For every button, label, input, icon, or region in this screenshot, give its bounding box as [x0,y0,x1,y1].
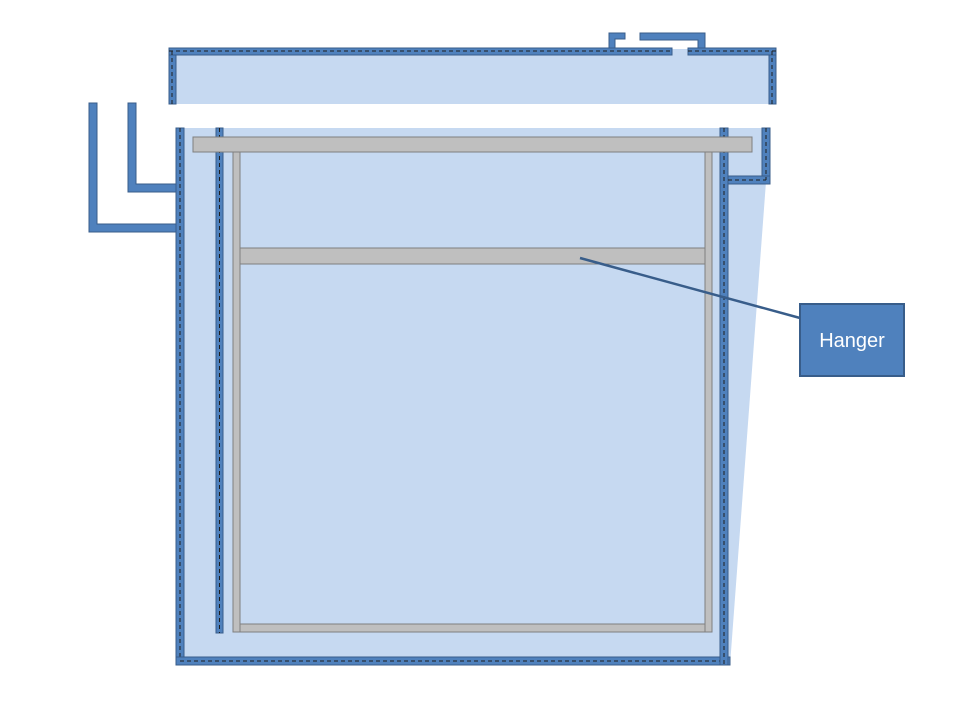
lid-panel [169,49,776,104]
hanger-frame [192,136,753,633]
left-pipe-inner [127,102,177,193]
hanger-label: Hanger [819,330,885,352]
lid-hook-large [639,32,706,49]
top-rail [192,136,753,153]
hanger-bar [239,247,706,265]
hanger-label-box [799,303,905,377]
lid-hook-small [608,32,626,49]
frame-right-post [704,151,713,633]
frame-left-post [232,151,241,633]
lid [168,32,777,105]
tank-fill [176,128,770,665]
frame-bottom-rail [239,623,706,633]
leader-line [579,256,801,320]
tank-body [88,102,771,666]
hanger-callout: Hanger [579,256,905,377]
left-pipe-outer [88,102,177,233]
